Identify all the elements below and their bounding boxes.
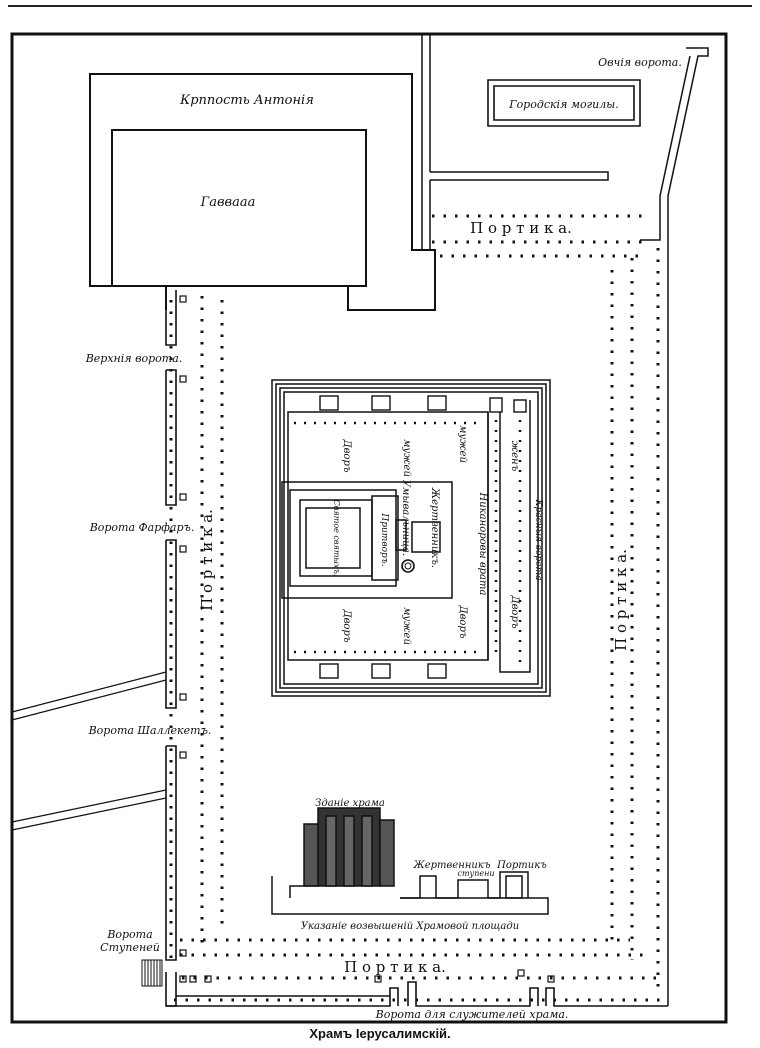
steps-hatch (141, 959, 163, 987)
north-walls (421, 34, 709, 1006)
fortress-antonia (89, 73, 436, 311)
beautiful-gate-label: Красныя ворота (533, 499, 543, 581)
sheep-gate-label: Овчiя ворота. (598, 56, 682, 69)
gate-steps-label-2: Ступеней (100, 941, 160, 954)
portico-right-label: П о р т и к а. (612, 549, 630, 651)
west-roads (11, 671, 167, 831)
portico-bottom-label: П о р т и к а. (344, 958, 446, 976)
map-frame (10, 32, 728, 1024)
steps-section-label: ступени (457, 869, 494, 878)
women-court-label-1: женъ (509, 441, 520, 472)
city-graves-label: Городскія могилы. (508, 98, 618, 111)
gabbatha-label: Гаввааа (200, 195, 256, 210)
altar-label: Жертвенникъ. (429, 487, 440, 568)
elevation-note-label: Указаніе возвышенiй Храмовой площади (301, 921, 519, 932)
court-men-label-5: мужей (401, 607, 412, 645)
altar-section-label: Жертвенникъ (412, 860, 490, 871)
laver-circle-inner (404, 562, 412, 570)
court-men-label-3: мужей (457, 425, 468, 463)
inner-court-gates (319, 395, 527, 679)
women-court-label-2: Дворъ (509, 594, 520, 628)
gate-farpar-label: Ворота Фарфаръ. (89, 521, 195, 534)
inner-court-walls (271, 379, 551, 697)
west-pilasters (179, 295, 187, 983)
laver-circle (401, 559, 415, 573)
portico-left-label: П о р т и к а. (198, 509, 216, 611)
court-men-label-2: мужей (401, 439, 412, 477)
portico-section-label: Портикъ (496, 860, 547, 871)
porch-label: Притворъ. (379, 512, 389, 566)
gate-steps-label-1: Ворота (106, 928, 152, 941)
holy-label: Святое святыхъ. (332, 500, 341, 577)
court-men-label-6: Дворъ (457, 604, 468, 638)
nicanor-gate-label: Никаноровы врата (477, 492, 488, 596)
servants-gate-label: Ворота для служителей храма. (375, 1008, 569, 1021)
fortress-label: Крппость Антонiя (179, 93, 314, 108)
upper-gate-label: Верхнія ворота. (85, 352, 183, 365)
west-wall (165, 286, 177, 1007)
figure-caption: Храмъ Іерусалимскій. (309, 1026, 451, 1041)
portico-top-label: П о р т и к а. (470, 219, 572, 237)
court-men-label-4: Дворъ (341, 608, 352, 642)
gate-shallechet-label: Ворота Шаллекетъ. (88, 724, 212, 737)
south-wall (166, 981, 668, 1007)
court-men-label-1: Дворъ (341, 438, 352, 472)
sanctuary (281, 481, 453, 599)
temple-building-label: Зданіе храма (315, 798, 385, 809)
temple-section (271, 807, 549, 915)
city-graves (487, 79, 641, 127)
laver-label: Умывальница. (400, 480, 411, 556)
